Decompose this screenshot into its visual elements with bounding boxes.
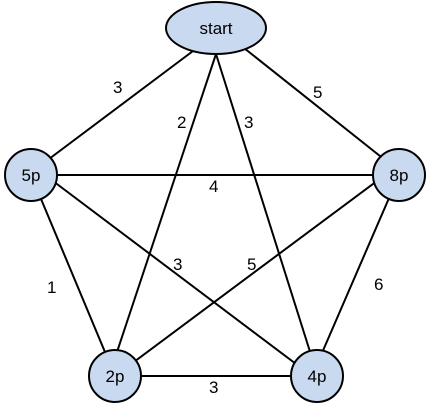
node-8p-label: 8p [390,166,409,185]
node-5p-label: 5p [22,166,41,185]
edge-8p-2p [114,174,386,377]
edge-weight-start-2p: 2 [177,113,186,132]
node-8p: 8p [372,148,426,202]
edge-weight-5p-2p: 1 [47,278,56,297]
node-4p-shape [290,349,344,403]
node-start-shape [165,1,267,55]
edge-weight-start-5p: 3 [113,78,122,97]
node-2p-label: 2p [106,367,125,386]
edge-weight-2p-4p: 3 [209,378,218,397]
node-start-label: start [199,19,232,38]
edge-8p-4p [311,174,400,377]
node-8p-shape [372,148,426,202]
edge-weight-8p-4p: 6 [374,275,383,294]
node-5p-shape [4,148,58,202]
edge-5p-2p [30,174,116,377]
edge-weight-8p-2p: 5 [247,255,256,274]
edge-weight-start-4p: 3 [244,113,253,132]
node-4p-label: 4p [308,367,327,386]
node-5p: 5p [4,148,58,202]
edge-start-4p [215,53,313,359]
edge-start-2p [114,53,217,359]
edge-start-5p [44,47,198,163]
edge-weight-start-8p: 5 [313,83,322,102]
node-4p: 4p [290,349,344,403]
node-2p: 2p [88,349,142,403]
edge-weight-5p-8p: 4 [209,177,218,196]
node-start: start [165,1,267,55]
node-2p-shape [88,349,142,403]
edge-start-8p [243,47,386,161]
edge-5p-4p [44,174,313,377]
edge-weight-5p-4p: 3 [173,255,182,274]
